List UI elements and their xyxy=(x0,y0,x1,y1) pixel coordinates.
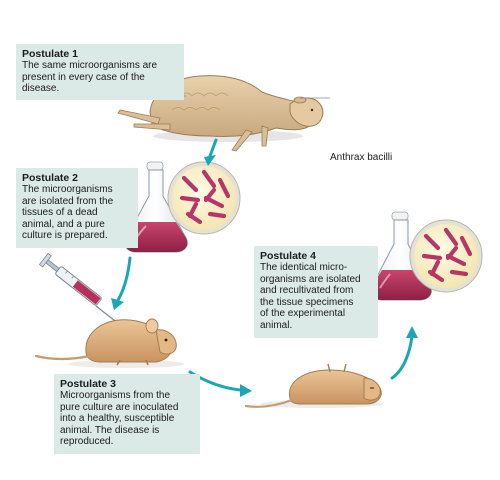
postulate-4-box: Postulate 4 The identical micro- organis… xyxy=(254,246,378,338)
culture-flask-1 xyxy=(124,161,188,253)
postulate-2-text: The microorganisms are isolated from the… xyxy=(22,184,114,241)
dead-mouse-illustration xyxy=(244,363,384,408)
anthrax-bacilli-label: Anthrax bacilli xyxy=(330,152,393,163)
arrow-dead-to-4 xyxy=(390,334,414,380)
postulate-1-title: Postulate 1 xyxy=(22,48,79,60)
postulate-2-title: Postulate 2 xyxy=(22,172,79,184)
arrow-heads xyxy=(111,155,418,397)
arrow-2-to-3 xyxy=(116,256,132,302)
bacilli-dish-2 xyxy=(409,219,483,293)
syringe-illustration xyxy=(38,252,125,329)
postulate-1-box: Postulate 1 The same microorganisms are … xyxy=(16,44,184,100)
bacilli-dish-1 xyxy=(167,161,241,235)
healthy-mouse-illustration xyxy=(34,318,184,368)
postulate-4-title: Postulate 4 xyxy=(260,250,317,262)
postulate-1-text: The same microorganisms are present in e… xyxy=(22,60,158,94)
arrow-1-to-2 xyxy=(208,138,218,158)
postulate-3-title: Postulate 3 xyxy=(60,378,117,390)
culture-flask-2 xyxy=(370,211,432,301)
postulate-3-text: Microorganisms from the pure culture are… xyxy=(60,390,179,447)
postulate-3-box: Postulate 3 Microorganisms from the pure… xyxy=(54,374,200,454)
postulate-2-box: Postulate 2 The microorganisms are isola… xyxy=(16,168,138,248)
postulate-4-text: The identical micro- organisms are isola… xyxy=(260,262,361,331)
